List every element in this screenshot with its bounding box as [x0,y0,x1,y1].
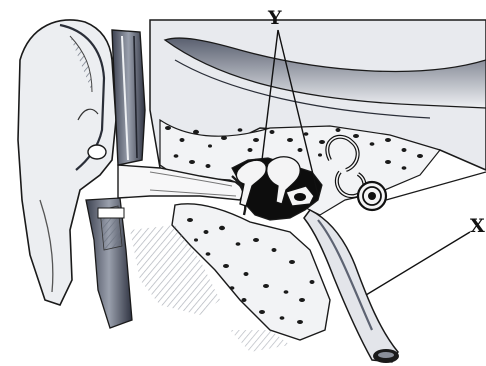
bone-air-cell [180,138,185,142]
bone-air-cell [193,130,199,134]
bone-air-cell [253,238,259,242]
bone-air-cell [304,132,309,136]
x-pointer-line [366,232,470,295]
bone-air-cell [370,142,375,146]
bone-air-cell [208,144,212,147]
bone-air-cell [280,316,285,320]
bone-air-cell [353,134,359,138]
bone-air-cell [297,320,303,324]
bone-air-cell [287,138,293,142]
bone-air-cell [248,148,253,152]
bone-air-cell [402,166,407,170]
label-x: X [470,215,485,237]
bone-air-cell [253,138,259,142]
bone-air-cell [236,242,241,246]
bone-air-cell [310,280,315,284]
bone-air-cell [417,154,423,158]
bone-air-cell [230,286,235,290]
bone-air-cell [319,140,325,144]
bone-air-cell [402,148,407,152]
bone-air-cell [204,230,209,234]
cochlea [358,182,386,210]
bone-air-cell [242,298,247,302]
bone-air-cell [263,284,269,288]
bone-air-cell [284,290,289,294]
bone-air-cell [244,272,249,276]
bone-air-cell [272,248,277,252]
bone-air-cell [219,226,225,230]
bone-air-cell [298,148,303,152]
bone-air-cell [259,310,265,314]
bone-air-cell [385,138,391,142]
bone-air-cell [289,260,295,264]
bone-air-cell [299,298,305,302]
bone-air-cell [221,136,227,140]
bone-air-cell [270,130,275,134]
bone-air-cell [206,252,211,256]
bone-air-cell [223,264,229,268]
bone-air-cell [174,154,179,158]
bone-air-cell [189,160,195,164]
bone-air-cell [206,164,211,168]
bone-air-cell [336,128,341,132]
bone-air-cell [165,126,171,130]
bone-air-cell [318,153,322,156]
bone-air-cell [385,160,391,164]
bone-air-cell [238,128,243,132]
bone-air-cell [194,238,198,241]
bone-air-cell [187,218,193,222]
label-y: Y [267,7,282,29]
